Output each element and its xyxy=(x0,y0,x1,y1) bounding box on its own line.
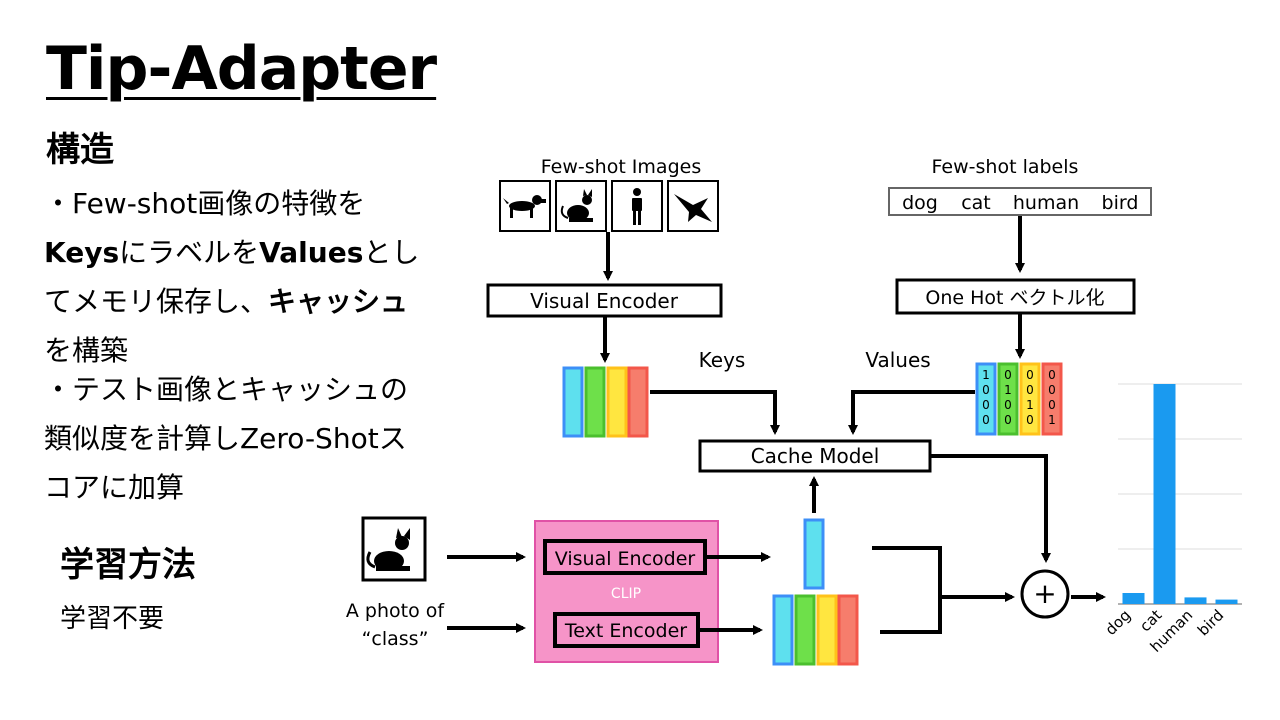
few-shot-image-strip xyxy=(499,180,719,232)
cache-emphasis: キャッシュ xyxy=(268,285,409,318)
onehot-digit: 1 xyxy=(1048,413,1056,427)
onehot-digit: 0 xyxy=(1026,368,1034,382)
arrow-cache-to-plus xyxy=(931,454,1051,563)
chart-bar-human xyxy=(1184,597,1207,604)
arrow-zeroshot-to-plus xyxy=(872,546,1015,602)
bullet-2-line-1: ・テスト画像とキャッシュの xyxy=(44,373,409,406)
keys-feature-stack xyxy=(562,366,649,438)
test-feature-vector xyxy=(803,518,825,590)
label-human: human xyxy=(1013,192,1079,214)
keys-emphasis: Keys xyxy=(44,236,120,269)
bullet-2-line-2: 類似度を計算しZero-Shotス xyxy=(44,422,407,455)
onehot-digit: 1 xyxy=(1026,398,1034,412)
bullet-1-line-1: ・Few-shot画像の特徴を xyxy=(44,187,366,220)
human-icon xyxy=(632,188,642,225)
bullet-1: ・Few-shot画像の特徴を KeysにラベルをValuesとし てメモリ保存… xyxy=(44,179,454,375)
bullet-1-line-3-text: てメモリ保存し、 xyxy=(44,285,269,318)
few-shot-images-label: Few-shot Images xyxy=(541,156,701,178)
clip-visual-encoder-label: Visual Encoder xyxy=(555,548,696,570)
test-image-frame xyxy=(361,516,427,582)
arrow-values-to-cache xyxy=(848,390,975,435)
onehot-digit: 0 xyxy=(1048,398,1056,412)
chart-tick-label-bird: bird xyxy=(1194,606,1227,639)
prompt-line-1: A photo of xyxy=(346,600,446,622)
bullet-2-line-3: コアに加算 xyxy=(44,471,185,504)
values-label: Values xyxy=(865,348,930,372)
chart-bar-bird xyxy=(1215,599,1238,604)
onehot-digit: 0 xyxy=(1026,413,1034,427)
few-shot-labels-label: Few-shot labels xyxy=(932,156,1079,178)
chart-bar-cat xyxy=(1153,384,1176,604)
onehot-col-dog xyxy=(975,362,997,436)
onehot-digit: 0 xyxy=(982,383,990,397)
slide-title: Tip-Adapter xyxy=(46,34,437,104)
bird-icon xyxy=(674,194,712,222)
cache-model-box xyxy=(698,439,932,473)
text-encoder-label: Text Encoder xyxy=(564,620,687,642)
onehot-digit: 1 xyxy=(982,368,990,382)
cat-icon xyxy=(560,189,593,222)
clip-visual-encoder-box xyxy=(543,539,707,575)
prompt-line-2: “class” xyxy=(362,628,429,650)
few-shot-labels-box xyxy=(888,187,1152,216)
bullet-1-line-2-end: とし xyxy=(363,236,420,269)
onehot-digits: 1 0 0 0 0 1 0 0 0 0 1 0 0 0 0 1 xyxy=(982,368,1056,427)
label-bird: bird xyxy=(1102,192,1139,214)
chart-bar-dog xyxy=(1122,593,1145,604)
text-encoder-box xyxy=(553,612,700,648)
onehot-col-human xyxy=(1019,362,1041,436)
bullet-1-line-2: KeysにラベルをValuesとし xyxy=(44,228,454,277)
bullet-1-line-3: てメモリ保存し、キャッシュ xyxy=(44,277,454,326)
line-text-to-merge xyxy=(880,597,942,634)
text-feature-stack xyxy=(772,594,859,666)
values-onehot-stack xyxy=(975,362,1063,436)
onehot-digit: 0 xyxy=(1048,383,1056,397)
onehot-col-bird xyxy=(1041,362,1063,436)
chart-tick-label-dog: dog xyxy=(1102,606,1135,639)
onehot-digit: 0 xyxy=(982,398,990,412)
test-cat-icon xyxy=(366,528,410,571)
top-visual-encoder-box xyxy=(486,283,723,318)
onehot-digit: 0 xyxy=(1026,383,1034,397)
keys-label: Keys xyxy=(699,348,746,372)
plus-sign: + xyxy=(1033,577,1056,610)
structure-heading: 構造 xyxy=(46,130,114,170)
learning-text: 学習不要 xyxy=(60,604,165,634)
clip-label: CLIP xyxy=(611,586,641,602)
bullet-2: ・テスト画像とキャッシュの 類似度を計算しZero-Shotス コアに加算 xyxy=(44,365,454,512)
onehot-digit: 1 xyxy=(1004,383,1012,397)
onehot-digit: 0 xyxy=(1004,368,1012,382)
one-hot-box xyxy=(895,278,1136,315)
arrow-keys-to-cache xyxy=(650,390,780,435)
learning-heading: 学習方法 xyxy=(60,545,196,585)
top-visual-encoder-label: Visual Encoder xyxy=(530,289,679,313)
onehot-digit: 0 xyxy=(1048,368,1056,382)
onehot-col-cat xyxy=(997,362,1019,436)
dog-icon xyxy=(503,195,546,218)
label-dog: dog xyxy=(902,192,938,214)
onehot-digit: 0 xyxy=(1004,413,1012,427)
bullet-1-line-4: を構築 xyxy=(44,334,129,367)
bullet-1-line-2-text: にラベルを xyxy=(119,236,260,269)
onehot-digit: 0 xyxy=(1004,398,1012,412)
values-emphasis: Values xyxy=(259,236,364,269)
cache-model-label: Cache Model xyxy=(751,444,880,468)
one-hot-label: One Hot ベクトル化 xyxy=(925,287,1104,309)
label-cat: cat xyxy=(961,192,991,214)
plus-circle xyxy=(1020,569,1070,619)
onehot-digit: 0 xyxy=(982,413,990,427)
